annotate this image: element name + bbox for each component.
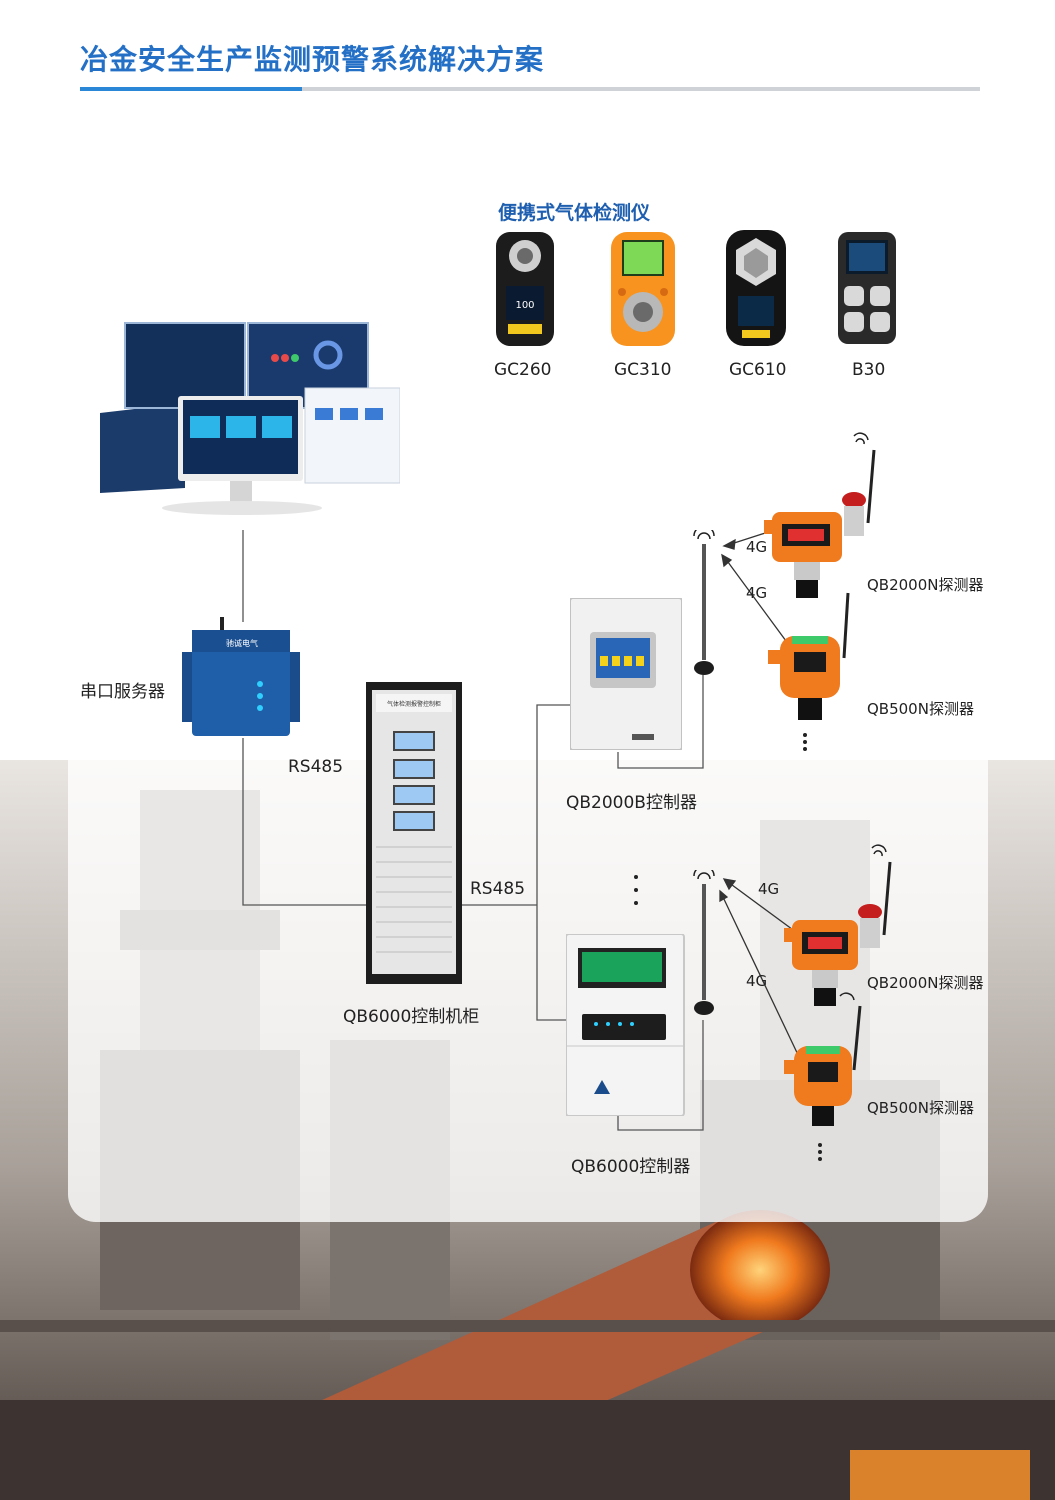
monitoring-screens-group	[100, 318, 400, 533]
portable-model-b30: B30	[852, 360, 886, 380]
serial-server-device: 驰诚电气	[182, 612, 300, 740]
rs485-right-label: RS485	[470, 879, 526, 899]
link-4g-label-3: 4G	[758, 880, 780, 898]
detector-top-1-label: QB2000N探测器	[867, 576, 984, 594]
qb2000n-detector-top	[764, 428, 884, 603]
serial-server-brand-label: 驰诚电气	[226, 638, 258, 648]
serial-server-label: 串口服务器	[80, 682, 165, 702]
portable-detectors-heading: 便携式气体检测仪	[498, 202, 651, 224]
portable-device-b30	[836, 230, 898, 346]
qb2000b-controller	[570, 598, 682, 750]
detector-bottom-2-label: QB500N探测器	[867, 1099, 974, 1117]
gc260-display-reading: 100	[515, 300, 534, 311]
qb500n-detector-bottom	[784, 990, 874, 1130]
portable-model-gc260: GC260	[494, 360, 552, 380]
portable-device-gc610	[724, 228, 788, 348]
portable-model-gc610: GC610	[729, 360, 787, 380]
link-4g-label-4: 4G	[746, 972, 768, 990]
page-title: 冶金安全生产监测预警系统解决方案	[80, 43, 545, 76]
link-4g-label-2: 4G	[746, 584, 768, 602]
control-cabinet: 气体检测报警控制柜	[366, 682, 462, 984]
qb6000-controller	[566, 934, 686, 1116]
cabinet-header-text: 气体检测报警控制柜	[387, 700, 441, 708]
title-accent-bar	[80, 87, 302, 91]
antenna-bottom-icon	[690, 870, 718, 1020]
antenna-top-icon	[690, 530, 718, 680]
controller-top-label: QB2000B控制器	[566, 793, 697, 813]
controller-bottom-label: QB6000控制器	[571, 1157, 691, 1177]
cabinet-label: QB6000控制机柜	[343, 1007, 480, 1027]
portable-device-gc310	[608, 230, 678, 348]
detector-top-2-label: QB500N探测器	[867, 700, 974, 718]
title-divider	[80, 87, 980, 91]
link-4g-label-1: 4G	[746, 538, 768, 556]
portable-device-gc260: 100	[494, 230, 556, 348]
qb500n-detector-top	[764, 588, 864, 723]
rs485-left-label: RS485	[288, 757, 344, 777]
qb2000n-detector-bottom	[784, 840, 904, 1015]
detector-bottom-1-label: QB2000N探测器	[867, 974, 984, 992]
portable-model-gc310: GC310	[614, 360, 672, 380]
